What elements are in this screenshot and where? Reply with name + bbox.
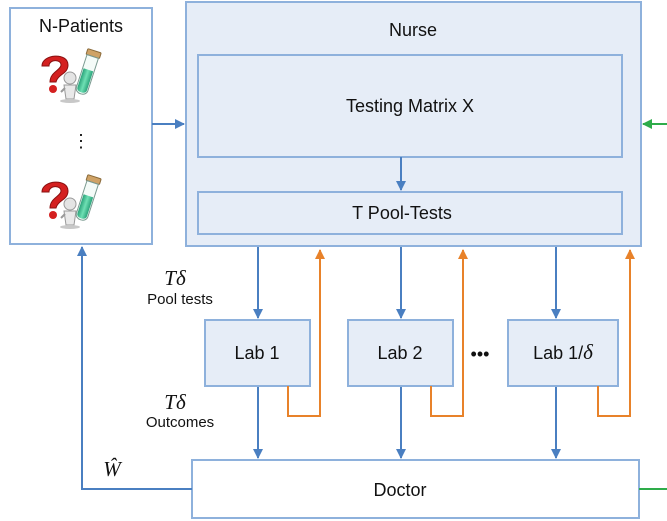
pool-tests-math: Tδ (164, 266, 187, 290)
nurse-title: Nurse (389, 20, 437, 40)
pool-tests-text: Pool tests (147, 291, 213, 308)
testing-matrix-label: Testing Matrix X (346, 96, 474, 116)
lab3-feedback-arrow (597, 249, 635, 417)
patient-group-1 (41, 48, 102, 103)
test-tube-icon (75, 48, 102, 95)
pool-tests-label: T Pool-Tests (352, 203, 452, 223)
lab2-label: Lab 2 (377, 343, 422, 363)
lab3-box (507, 319, 619, 387)
patients-ellipsis: ⋮ (72, 131, 90, 151)
lab3-label: Lab 1/δ (533, 340, 594, 364)
lab2-feedback-arrow (430, 249, 468, 417)
patient-group-2 (41, 174, 102, 229)
pool-tests-box (197, 191, 623, 235)
test-tube-icon (75, 174, 102, 221)
w-hat-label: Ŵ (103, 457, 123, 481)
lab1-label: Lab 1 (234, 343, 279, 363)
outcomes-math: Tδ (164, 390, 187, 414)
doctor-label: Doctor (373, 480, 426, 500)
lab1-feedback-arrow (287, 249, 325, 417)
testing-matrix-box (197, 54, 623, 158)
doctor-box (191, 459, 640, 519)
lab1-box (204, 319, 311, 387)
doctor-to-patients-arrow (77, 246, 192, 490)
outcomes-text: Outcomes (146, 414, 214, 431)
patients-title: N-Patients (39, 16, 123, 36)
lab2-box (347, 319, 454, 387)
labs-ellipsis: ••• (471, 344, 490, 364)
lab3-label-prefix: Lab 1/ (533, 343, 583, 363)
question-person-icon (41, 181, 80, 229)
lab3-label-delta: δ (583, 340, 594, 364)
question-person-icon (41, 55, 80, 103)
